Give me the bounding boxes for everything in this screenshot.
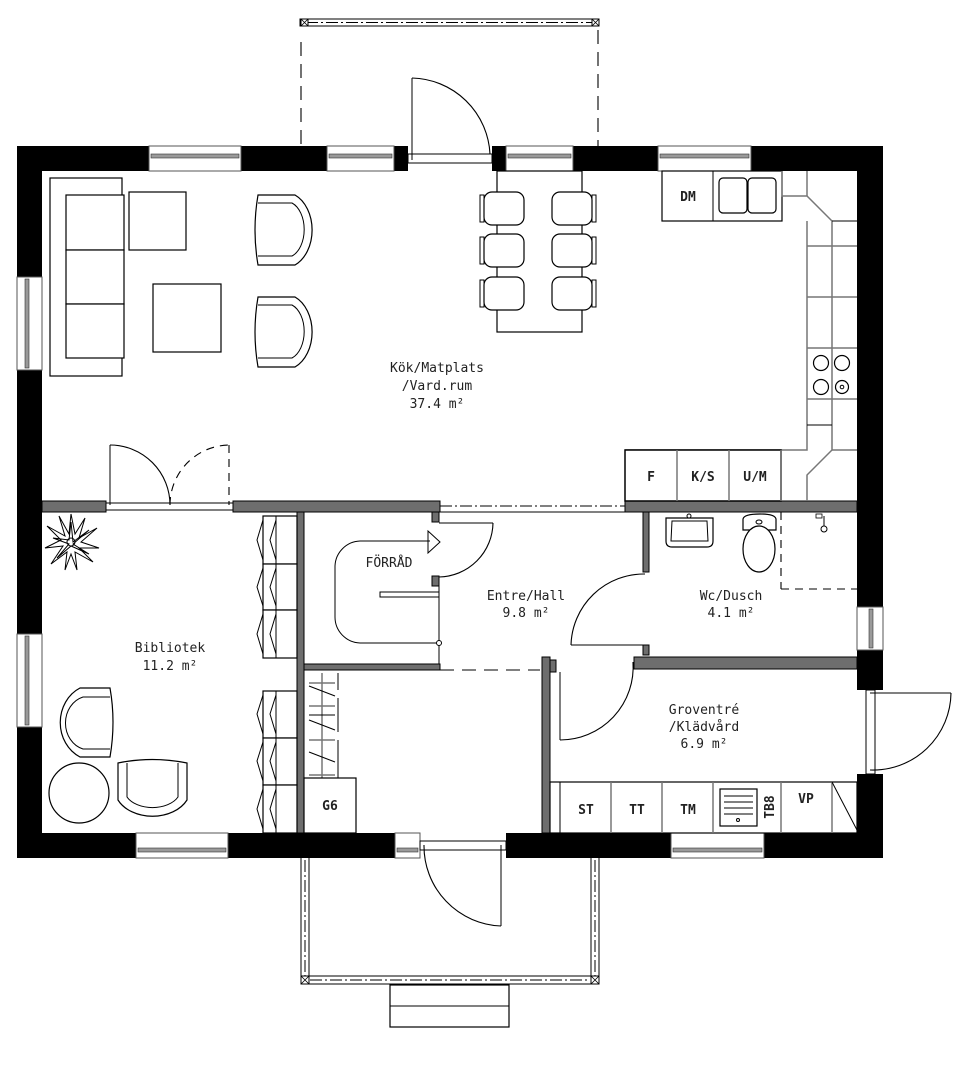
dishwasher-label: DM	[680, 190, 696, 205]
dining-chair	[551, 276, 597, 311]
room-label-forrad: FÖRRÅD	[366, 554, 413, 571]
kitchen-counter	[624, 170, 857, 502]
interior-walls	[41, 500, 858, 834]
window	[16, 276, 43, 371]
wardrobe-label: G6	[322, 799, 338, 814]
door-forrad[interactable]	[427, 522, 494, 578]
oven-microwave-label: U/M	[743, 470, 767, 485]
window	[670, 832, 765, 859]
door-wc[interactable]	[570, 573, 646, 646]
entry-steps	[389, 984, 510, 1028]
plant-icon	[44, 513, 100, 571]
room-name: Wc/Dusch	[700, 589, 763, 604]
shower-area	[780, 512, 857, 590]
fridge-label: F	[647, 470, 655, 485]
dining-chair	[479, 276, 525, 311]
dryer-label: TT	[629, 803, 645, 818]
armchair	[254, 296, 313, 368]
room-name: Entre/Hall	[487, 589, 565, 604]
heat-pump-label: VP	[798, 792, 814, 807]
window	[16, 633, 43, 728]
sofa	[49, 177, 187, 377]
armchair	[254, 194, 313, 266]
side-door[interactable]	[865, 689, 952, 775]
room-area: 4.1 m²	[708, 606, 755, 621]
dining-chair	[479, 233, 525, 268]
room-area: 37.4 m²	[410, 397, 465, 412]
windows	[16, 145, 884, 859]
rear-door[interactable]	[407, 77, 493, 164]
room-name: Bibliotek	[135, 641, 206, 656]
post-marker-icon	[590, 975, 600, 985]
window	[148, 145, 242, 172]
armchair	[117, 758, 188, 817]
room-name: /Vard.rum	[402, 379, 473, 394]
arrow-icon	[427, 529, 441, 555]
dining-set	[479, 170, 597, 333]
stove-icon	[812, 354, 851, 396]
forrad-shelving	[334, 540, 442, 646]
room-label-wc-dusch: Wc/Dusch 4.1 m²	[700, 589, 763, 621]
front-porch	[300, 856, 600, 1028]
room-area: 11.2 m²	[143, 659, 198, 674]
window	[135, 832, 229, 859]
bookshelf	[256, 515, 298, 834]
window	[657, 145, 752, 172]
room-label-bibliotek: Bibliotek 11.2 m²	[135, 641, 206, 674]
room-label-entre-hall: Entre/Hall 9.8 m²	[487, 589, 565, 621]
coffee-table	[152, 283, 222, 353]
drying-cabinet-label: TB8	[763, 795, 778, 819]
room-name: /Klädvård	[669, 720, 739, 735]
closet: G6	[303, 673, 357, 834]
fridge-freezer-label: K/S	[691, 470, 715, 485]
room-name: Kök/Matplats	[390, 361, 484, 376]
front-door[interactable]	[419, 840, 507, 927]
exterior-walls	[17, 146, 883, 858]
washbasin-icon	[665, 513, 714, 548]
post-marker-icon	[300, 18, 309, 27]
drying-cabinet-icon	[719, 788, 758, 827]
dining-chair	[551, 191, 597, 226]
rear-terrace	[299, 18, 600, 146]
door-kitchen-bibliotek[interactable]	[105, 444, 234, 511]
window	[856, 606, 884, 651]
window	[505, 145, 574, 172]
side-table	[48, 762, 110, 824]
room-name: Groventré	[669, 703, 740, 718]
post-marker-icon	[591, 18, 600, 27]
toilet-icon	[742, 513, 777, 573]
room-area: 9.8 m²	[503, 606, 550, 621]
laundry-counter	[549, 781, 858, 834]
armchair	[59, 687, 114, 758]
room-area: 6.9 m²	[681, 737, 728, 752]
washer-label: TM	[680, 803, 696, 818]
dining-chair	[479, 191, 525, 226]
window	[326, 145, 395, 172]
shower-head-icon	[815, 513, 828, 533]
dining-chair	[551, 233, 597, 268]
sink-label: ST	[578, 803, 594, 818]
door-groventre[interactable]	[559, 661, 634, 741]
window	[394, 832, 421, 859]
room-label-kitchen-living: Kök/Matplats /Vard.rum 37.4 m²	[390, 361, 484, 412]
room-label-groventre: Groventré /Klädvård 6.9 m²	[669, 703, 740, 752]
sink-icon	[718, 177, 777, 214]
post-marker-icon	[300, 975, 310, 985]
